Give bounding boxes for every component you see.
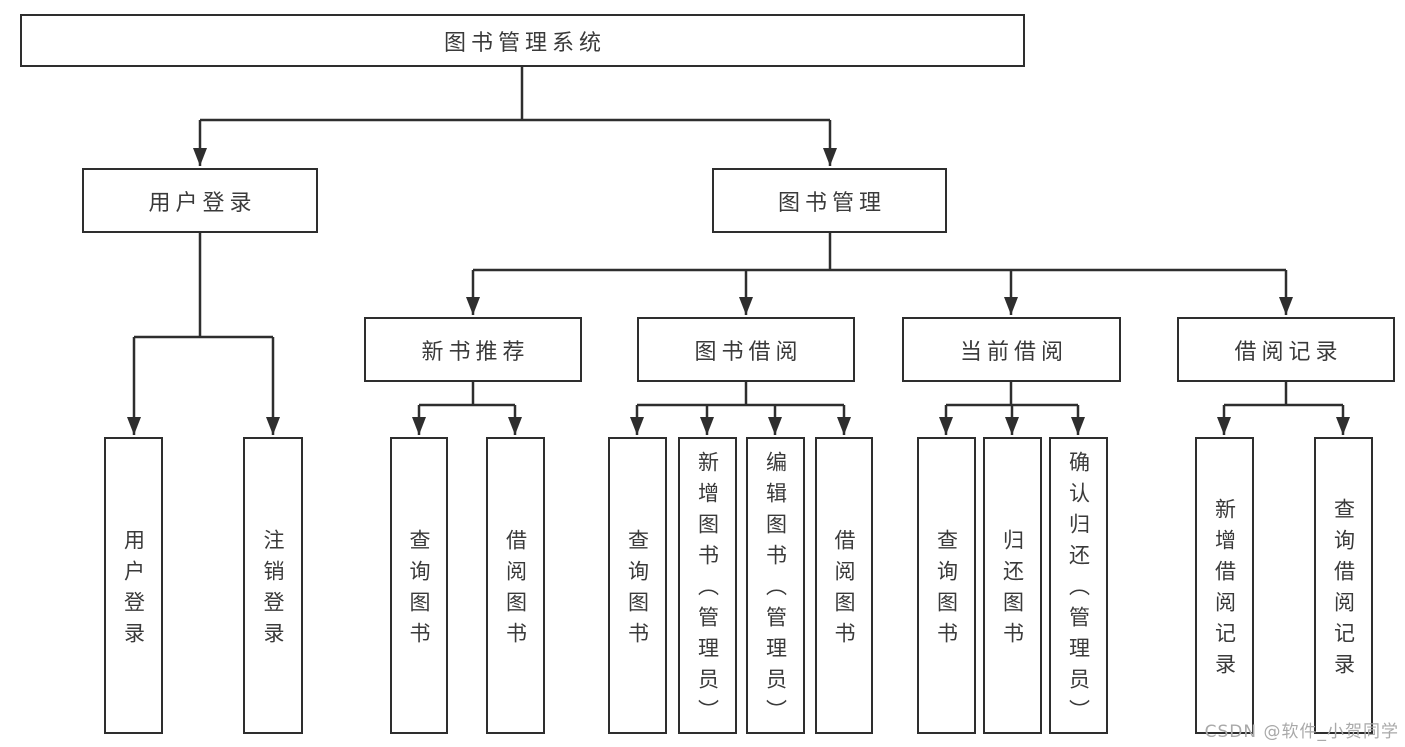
node-label: 新增借阅记录 <box>1212 497 1237 684</box>
node-book-borrow: 图书借阅 <box>637 317 855 382</box>
leaf-recommend-borrow-books: 借阅图书 <box>486 437 545 734</box>
node-label: 查询借阅记录 <box>1331 497 1356 684</box>
node-label: 查询图书 <box>625 528 650 653</box>
node-label: 用户登录 <box>121 528 146 653</box>
node-label: 用户登录 <box>148 190 257 216</box>
leaf-borrow-query-books: 查询图书 <box>608 437 667 734</box>
node-borrow-records: 借阅记录 <box>1177 317 1395 382</box>
node-root: 图书管理系统 <box>20 14 1025 67</box>
node-label: 图书借阅 <box>694 339 803 365</box>
node-user-login: 用户登录 <box>82 168 318 233</box>
leaf-current-return-books: 归还图书 <box>983 437 1042 734</box>
node-new-book-recommend: 新书推荐 <box>364 317 582 382</box>
node-label: 新增图书（管理员） <box>695 451 720 730</box>
node-label: 当前借阅 <box>959 339 1068 365</box>
leaf-borrow-add-books-admin: 新增图书（管理员） <box>678 437 737 734</box>
node-label: 新书推荐 <box>421 339 530 365</box>
node-label: 借阅记录 <box>1234 339 1343 365</box>
node-label: 借阅图书 <box>503 528 528 653</box>
node-label: 图书管理 <box>777 190 886 216</box>
leaf-current-confirm-return-admin: 确认归还（管理员） <box>1049 437 1108 734</box>
leaf-recommend-query-books: 查询图书 <box>390 437 448 734</box>
node-current-borrow: 当前借阅 <box>902 317 1121 382</box>
node-book-management: 图书管理 <box>712 168 947 233</box>
node-label: 查询图书 <box>407 528 431 653</box>
node-label: 查询图书 <box>934 528 959 653</box>
node-label: 借阅图书 <box>832 528 856 653</box>
leaf-records-add-record: 新增借阅记录 <box>1195 437 1254 734</box>
leaf-logout: 注销登录 <box>243 437 303 734</box>
node-label: 图书管理系统 <box>443 30 606 56</box>
node-label: 注销登录 <box>261 528 285 653</box>
leaf-borrow-borrow-books: 借阅图书 <box>815 437 873 734</box>
leaf-user-login: 用户登录 <box>104 437 163 734</box>
node-label: 确认归还（管理员） <box>1066 451 1091 730</box>
leaf-borrow-edit-books-admin: 编辑图书（管理员） <box>746 437 805 734</box>
leaf-records-query-record: 查询借阅记录 <box>1314 437 1373 734</box>
node-label: 编辑图书（管理员） <box>763 451 788 730</box>
leaf-current-query-books: 查询图书 <box>917 437 976 734</box>
node-label: 归还图书 <box>1000 528 1025 653</box>
watermark: CSDN @软件_小贺同学 <box>1204 722 1399 742</box>
